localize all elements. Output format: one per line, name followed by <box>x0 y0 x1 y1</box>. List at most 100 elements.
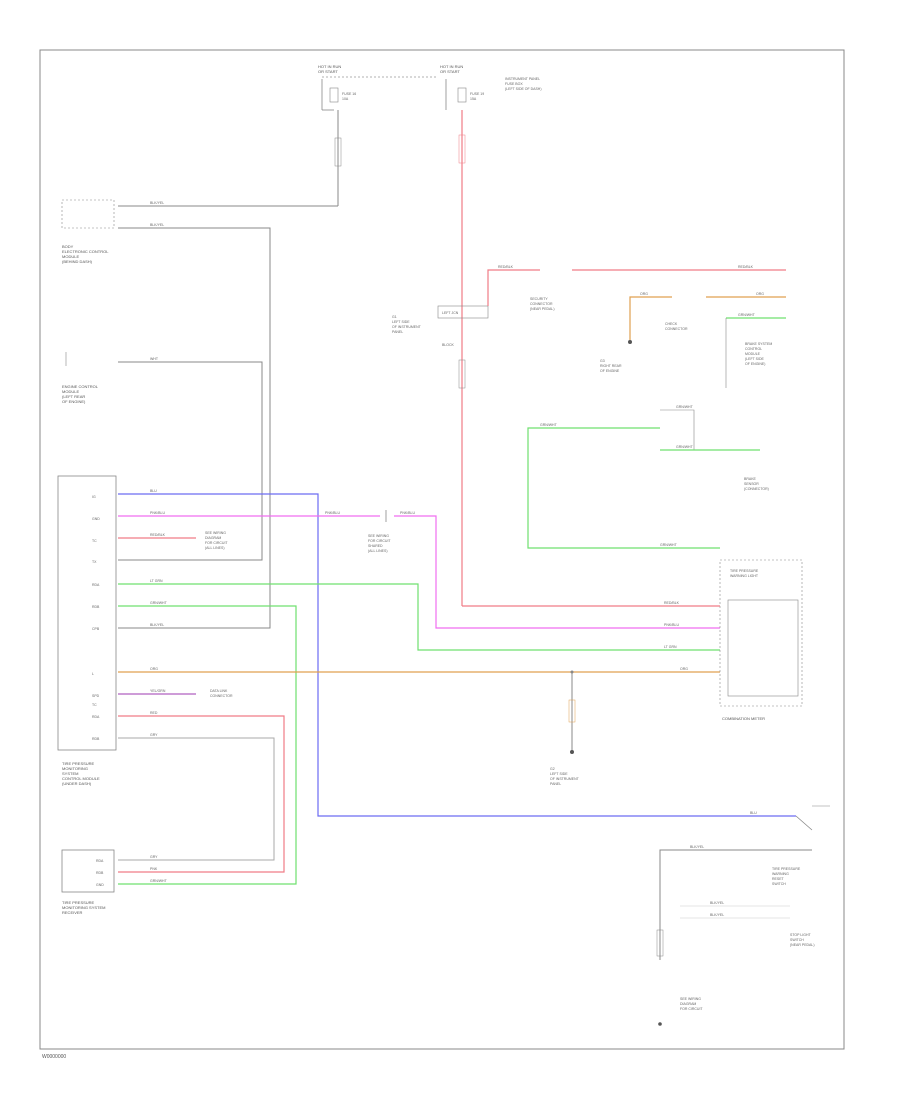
wire-label-yel-grn: YEL/GRN <box>150 689 166 693</box>
stoplight-line1: SEE WIRING <box>368 534 389 538</box>
ground-upper-icon <box>628 340 632 344</box>
check-line1: CHECK <box>665 322 678 326</box>
wire-label-red-blk-3: RED/BLK <box>738 265 754 269</box>
fuse-box-left-line2: OR START <box>318 69 338 74</box>
stoplight-line3: SHARED <box>368 544 383 548</box>
ground-lower-line2: RIGHT REAR <box>600 364 622 368</box>
receiver-pin-2: GND <box>96 883 104 887</box>
ground-upper-line3: OF INSTRUMENT <box>392 325 422 329</box>
brake-system-line3: MODULE <box>745 352 761 356</box>
wire-label-org-3: ORG <box>640 292 648 296</box>
wire-label-org-2: ORG <box>680 667 688 671</box>
wire-green-2 <box>118 605 297 885</box>
meter-title: COMBINATION METER <box>722 716 765 721</box>
wire-label-blk-yel-5: BLK/YEL <box>710 901 724 905</box>
wire-label-blk-yel-3: BLK/YEL <box>150 623 164 627</box>
fuse-box-note-line1: INSTRUMENT PANEL <box>505 77 540 81</box>
junction-upper-line2: DIAGRAM <box>205 536 221 540</box>
tpms-pin-6: CPB <box>92 627 100 631</box>
wire-label-blu-1: BLU <box>150 489 157 493</box>
tpms-pin-0: IG <box>92 495 96 499</box>
tpms-pin-5: RDB <box>92 605 100 609</box>
junction-upper-line1: SEE WIRING <box>205 531 226 535</box>
security-line3: (NEAR PEDAL) <box>530 307 555 311</box>
tpms-pin-9: TC <box>92 703 97 707</box>
stoplight-lower-line2: SWITCH <box>790 938 804 942</box>
wire-label-blk-yel-1: BLK/YEL <box>150 201 164 205</box>
wire-label-blk-yel-4: BLK/YEL <box>690 845 704 849</box>
tpms-control-module: TIRE PRESSURE MONITORING SYSTEM CONTROL … <box>57 475 117 786</box>
body-ecm: BODY ELECTRONIC CONTROL MODULE (BEHIND D… <box>61 199 115 264</box>
junction-lower-line2: DIAGRAM <box>680 1002 696 1006</box>
ground-middle-line4: PANEL <box>550 782 561 786</box>
fuse-right-label-line1: FUSE 19 <box>470 92 484 96</box>
receiver-pin-0: RDA <box>96 859 104 863</box>
receiver-line2: MONITORING SYSTEM <box>62 905 105 910</box>
footer-code: W0000000 <box>42 1054 66 1060</box>
junction-lower: SEE WIRING DIAGRAM FOR CIRCUIT <box>680 997 703 1011</box>
wire-label-pnk-blu-2: PNK/BLU <box>325 511 340 515</box>
stoplight-lower-line3: (NEAR PEDAL) <box>790 943 815 947</box>
stoplight-line4: (ALL LINES) <box>368 549 388 553</box>
junction-upper-line3: FOR CIRCUIT <box>205 541 228 545</box>
tpms-module-line5: (UNDER DASH) <box>62 781 92 786</box>
brake-sensor-line1: BRAKE <box>744 477 757 481</box>
brake-sensor-line3: (CONNECTOR) <box>744 487 769 491</box>
ground-middle-line2: LEFT SIDE <box>550 772 568 776</box>
ground-middle-line3: OF INSTRUMENT <box>550 777 580 781</box>
body-ecm-line4: (BEHIND DASH) <box>62 259 93 264</box>
left-jcn-block: LEFT JCN G1 LEFT SIDE OF INSTRUMENT PANE… <box>392 305 489 347</box>
data-link-line2: CONNECTOR <box>210 694 233 698</box>
wire-label-grn-wht-6: GRN/WHT <box>676 405 694 409</box>
wire-label-wht-1: WHT <box>150 357 159 361</box>
ground-lower: G3 RIGHT REAR OF ENGINE <box>600 359 622 373</box>
wire-label-lt-grn-2: LT GRN <box>664 645 677 649</box>
tpms-pin-4: RDA <box>92 583 100 587</box>
wire-label-gry-2: GRY <box>150 855 158 859</box>
engine-ecm-line1: ENGINE CONTROL <box>62 384 99 389</box>
reset-line3: RESET <box>772 877 785 881</box>
wire-label-org-1: ORG <box>150 667 158 671</box>
wire-reset-gray <box>659 849 812 960</box>
wire-gray-receiver <box>118 737 275 861</box>
check-connector: CHECK CONNECTOR <box>665 322 688 331</box>
wire-body-ecm-gray <box>118 227 271 629</box>
ground-middle-line1: G2 <box>550 767 555 771</box>
reset-switch: TIRE PRESSURE WARNING RESET SWITCH <box>772 805 830 886</box>
wire-red-receiver <box>118 715 285 873</box>
tpms-module-line4: CONTROL MODULE <box>62 776 100 781</box>
wire-label-pnk-blu-4: PNK/BLU <box>664 623 679 627</box>
junction-upper-line4: (ALL LINES) <box>205 546 225 550</box>
tpms-pin-1: GND <box>92 517 100 521</box>
tpms-pin-7: L <box>92 672 94 676</box>
wire-blue <box>118 493 796 817</box>
wire-label-red-blk-1: RED/BLK <box>150 533 166 537</box>
tpms-module-line1: TIRE PRESSURE <box>62 761 95 766</box>
junction-lower-line3: FOR CIRCUIT <box>680 1007 703 1011</box>
tpms-pin-2: TC <box>92 539 97 543</box>
tpms-pin-8: SPD <box>92 694 100 698</box>
security-line1: SECURITY <box>530 297 548 301</box>
brake-system-line1: BRAKE SYSTEM <box>745 342 772 346</box>
wire-label-grn-wht-4: GRN/WHT <box>540 423 558 427</box>
security-connector: SECURITY CONNECTOR (NEAR PEDAL) <box>530 297 555 311</box>
tpms-module-line2: MONITORING <box>62 766 88 771</box>
wire-label-pnk-blu-1: PNK/BLU <box>150 511 165 515</box>
ground-upper-line4: PANEL <box>392 330 403 334</box>
wire-label-org-4: ORG <box>756 292 764 296</box>
ground-middle: G2 LEFT SIDE OF INSTRUMENT PANEL <box>550 767 580 786</box>
fuse-box-right: HOT IN RUN OR START FUSE 19 15A INSTRUME… <box>440 64 542 110</box>
wire-label-blk-yel-6: BLK/YEL <box>710 913 724 917</box>
fuse-left-label-line1: FUSE 16 <box>342 92 356 96</box>
wire-label-red-blk-2: RED/BLK <box>498 265 514 269</box>
tpms-receiver: RDA RDB GND TIRE PRESSURE MONITORING SYS… <box>61 849 115 915</box>
reset-line4: SWITCH <box>772 882 786 886</box>
wire-label-red: RED <box>150 711 158 715</box>
meter-inner-title: TIRE PRESSURE <box>730 569 759 573</box>
engine-ecm-line3: (LEFT REAR <box>62 394 85 399</box>
receiver-line3: RECEIVER <box>62 910 83 915</box>
fuse-left-label-line2: 10A <box>342 97 349 101</box>
brake-sensor: BRAKE SENSOR (CONNECTOR) <box>744 477 769 491</box>
wire-label-pnk: PNK <box>150 867 158 871</box>
